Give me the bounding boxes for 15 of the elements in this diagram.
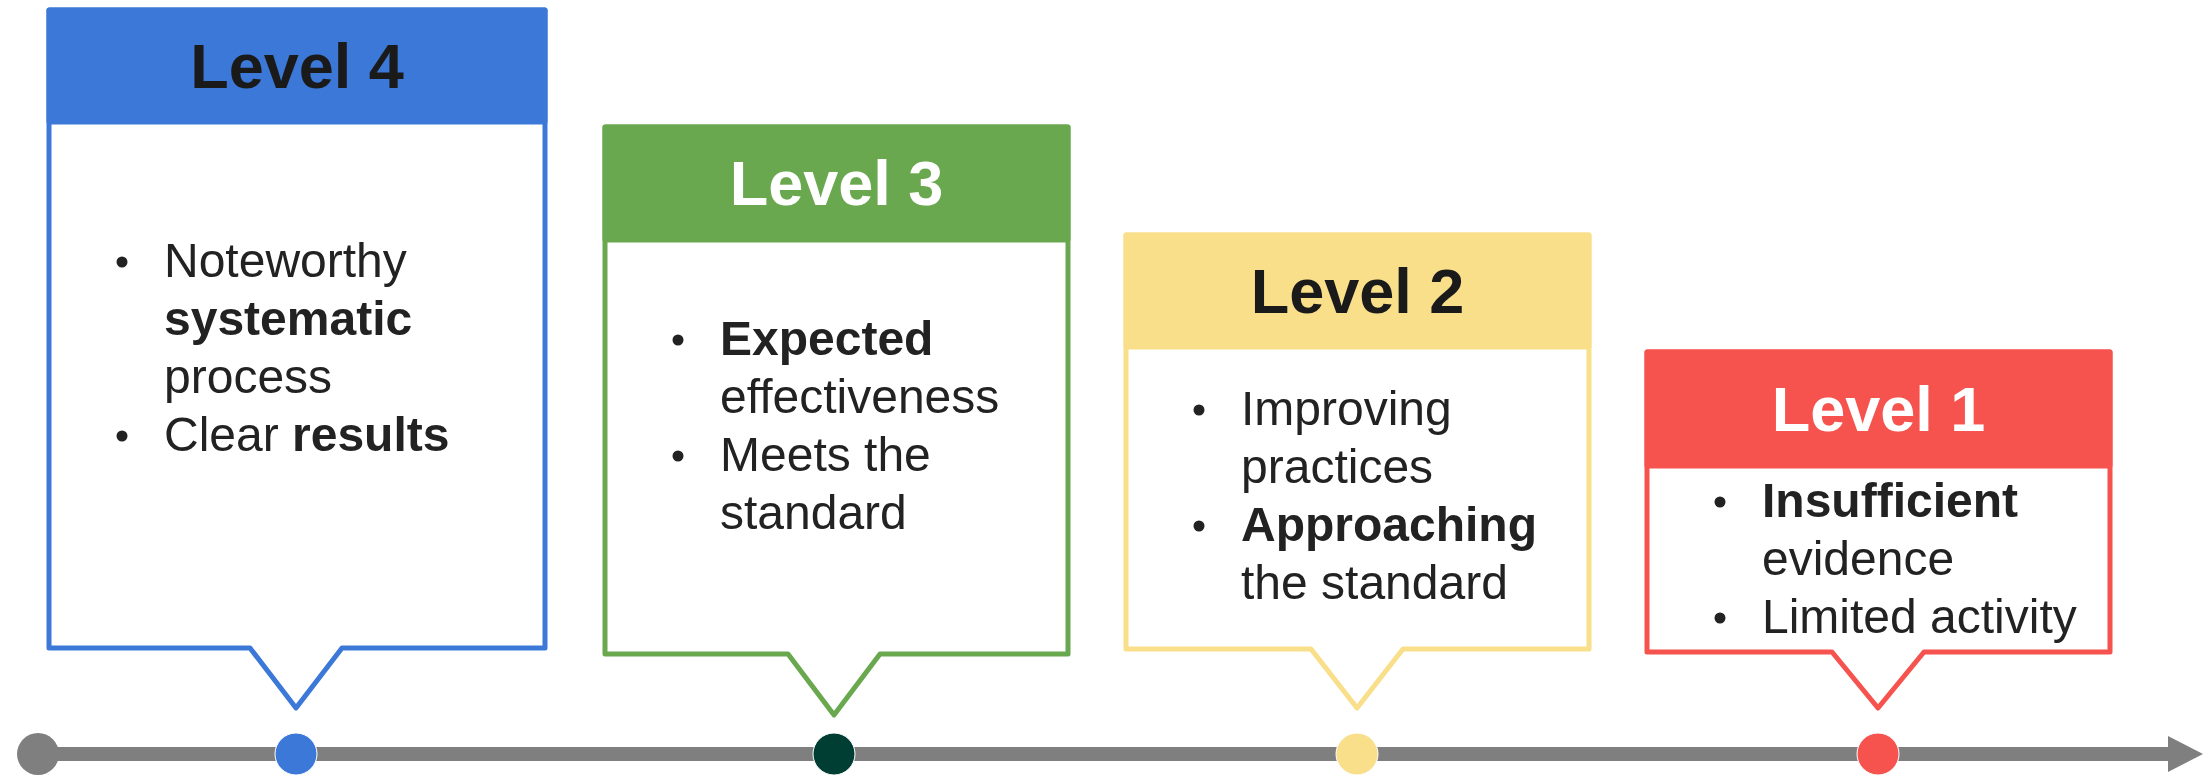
bullet-item: Meets the standard [720,427,932,541]
bullet-item: Insufficient evidence [1762,473,2019,587]
level-callout [602,124,1071,718]
level-callout [1123,232,1592,711]
bullet-item: Improving practices [1241,381,1453,495]
bullet-item: Clear results [164,407,450,463]
level-heading: Level 4 [190,29,404,102]
level-heading: Level 1 [1771,372,1986,445]
level-callout [46,7,548,711]
bullet-item: Expected effectiveness [720,311,1001,425]
level-heading: Level 3 [729,147,944,219]
bullet-item: Approaching the standard [1241,497,1538,611]
level-callout [1644,349,2113,711]
bullet-item: Limited activity [1762,589,2077,645]
level-heading: Level 2 [1250,254,1465,327]
